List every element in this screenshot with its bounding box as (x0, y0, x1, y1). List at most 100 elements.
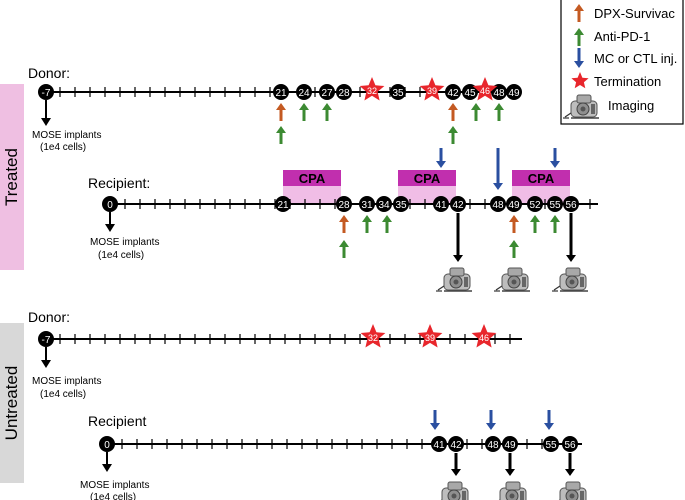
treated-donor-day-label: 45 (464, 88, 476, 99)
legend-imaging: Imaging (608, 98, 654, 113)
treated-recipient-day (376, 196, 392, 212)
treated-recipient-day-label: 35 (395, 200, 407, 211)
legend: DPX-Survivac Anti-PD-1 MC or CTL inj. Te… (560, 0, 684, 125)
termination-legend-star-icon (571, 72, 589, 89)
treated-recipient-day-start (102, 196, 118, 212)
termination-star-icon (419, 77, 445, 101)
treated-label: Treated (2, 148, 21, 206)
cpa-block-1-dark (283, 170, 341, 186)
untreated-recipient-day (502, 436, 518, 452)
treated-recipient-day-start-label: 0 (107, 200, 113, 211)
legend-inj: MC or CTL inj. (594, 51, 677, 66)
treated-recipient-day (393, 196, 409, 212)
imaging-arrow (566, 213, 576, 262)
treated-recipient-day (359, 196, 375, 212)
treated-recipient-day-label: 34 (378, 200, 390, 211)
treated-recipient-day-label: 55 (549, 200, 561, 211)
treated-recipient-day-label: 21 (277, 200, 289, 211)
pd1-arrow-icon (276, 126, 286, 144)
untreated-recipient-day-label: 56 (564, 440, 576, 451)
pd1-arrow-icon (362, 215, 372, 233)
pd1-legend-icon (574, 28, 584, 46)
treated-recipient-day (547, 196, 563, 212)
treated-recipient-day-label: 48 (492, 200, 504, 211)
untreated-recipient-day-label: 48 (487, 440, 499, 451)
injection-arrow-icon (544, 410, 554, 430)
untreated-donor-termination-label: 39 (425, 333, 435, 343)
pd1-arrow-icon (299, 103, 309, 121)
untreated-recipient-implant-arrowhead (102, 464, 112, 472)
imaging-device-icon (435, 267, 473, 292)
untreated-recipient-day-start-label: 0 (104, 440, 110, 451)
treated-band (0, 84, 24, 270)
cpa-label: CPA (528, 171, 555, 186)
treated-recipient-day-label: 42 (452, 200, 464, 211)
untreated-donor-title: Donor: (28, 309, 70, 325)
untreated-recipient-implant-line2: (1e4 cells) (90, 492, 136, 500)
treated-recipient-day (336, 196, 352, 212)
treated-donor-day-label: 48 (493, 88, 505, 99)
untreated-recipient-day (543, 436, 559, 452)
injection-arrow-icon (550, 148, 560, 168)
treated-recipient-day (506, 196, 522, 212)
untreated-donor-termination-label: 46 (479, 333, 489, 343)
untreated-recipient-timeline: Recipient MOSE implants (1e4 cells) 0 41… (80, 410, 589, 500)
legend-dpx: DPX-Survivac (594, 6, 675, 21)
treated-recipient-day-label: 56 (565, 200, 577, 211)
termination-star-icon (471, 324, 497, 348)
treated-donor-day-label: 21 (275, 88, 287, 99)
treated-donor-day-label: 42 (447, 88, 459, 99)
treated-donor-termination-label: 32 (367, 86, 377, 96)
termination-star-icon (472, 77, 498, 101)
untreated-recipient-day (485, 436, 501, 452)
untreated-recipient-day-start (99, 436, 115, 452)
treated-recipient-timeline: Recipient: CPA CPA CPA MOSE implants (1e… (88, 148, 598, 292)
treated-recipient-title: Recipient: (88, 175, 150, 191)
treated-recipient-day (490, 196, 506, 212)
untreated-recipient-day (562, 436, 578, 452)
pd1-arrow-icon (550, 215, 560, 233)
pd1-arrow-icon (448, 126, 458, 144)
injection-arrow-icon (486, 410, 496, 430)
treated-recipient-implant-line1: MOSE implants (90, 237, 159, 248)
imaging-arrow (565, 453, 575, 476)
injection-arrow-icon (436, 148, 446, 168)
untreated-recipient-day (431, 436, 447, 452)
treated-donor-day-label: 28 (338, 88, 350, 99)
treated-recipient-day (275, 196, 291, 212)
imaging-device-icon (493, 267, 531, 292)
injection-arrow-icon (493, 148, 503, 190)
imaging-arrow (453, 213, 463, 262)
imaging-device-icon (491, 481, 529, 500)
treated-recipient-day (563, 196, 579, 212)
treated-recipient-day-label: 31 (361, 200, 373, 211)
treated-recipient-day (433, 196, 449, 212)
treated-recipient-day-label: 52 (529, 200, 541, 211)
dpx-arrow-icon (339, 215, 349, 233)
imaging-device-icon (551, 267, 589, 292)
imaging-arrow (451, 453, 461, 476)
injection-arrow-icon (430, 410, 440, 430)
treated-donor-implant-arrowhead (41, 118, 51, 126)
pd1-arrow-icon (471, 103, 481, 121)
treated-donor-day-label: 35 (392, 88, 404, 99)
dpx-arrow-icon (276, 103, 286, 121)
cpa-label: CPA (414, 171, 441, 186)
pd1-arrow-icon (530, 215, 540, 233)
treated-recipient-day-label: 49 (508, 200, 520, 211)
injection-legend-icon (574, 48, 584, 68)
untreated-recipient-day-label: 41 (433, 440, 445, 451)
imaging-arrow (505, 453, 515, 476)
pd1-arrow-icon (494, 103, 504, 121)
untreated-donor-day-start-label: -7 (42, 335, 51, 346)
untreated-donor-timeline: Donor: MOSE implants (1e4 cells) -7 32 3… (28, 309, 522, 400)
untreated-recipient-day (448, 436, 464, 452)
pd1-arrow-icon (509, 240, 519, 258)
untreated-donor-day-start (38, 331, 54, 347)
cpa-label: CPA (299, 171, 326, 186)
treated-donor-day (390, 84, 406, 100)
termination-star-icon (417, 324, 443, 348)
legend-pd1: Anti-PD-1 (594, 29, 650, 44)
treated-donor-day-label: 24 (298, 88, 310, 99)
